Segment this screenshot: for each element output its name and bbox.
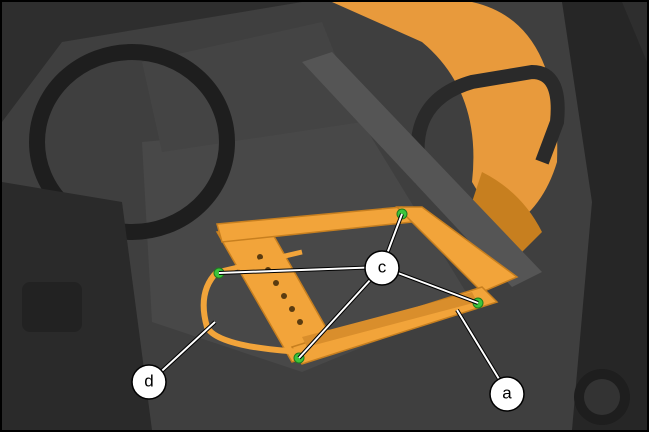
- callout-a-label: a: [502, 384, 512, 403]
- seat-back: [332, 2, 558, 232]
- callout-c-label: c: [378, 258, 387, 277]
- fuel-cap-center: [584, 379, 620, 415]
- front-panel: [142, 22, 362, 152]
- steering-wheel: [29, 44, 235, 240]
- release-bar-link: [216, 249, 303, 275]
- seat-back-shadow: [472, 172, 542, 252]
- callout-a: a: [489, 376, 525, 412]
- frame-rail-right: [395, 206, 519, 293]
- seat-belt-strap: [302, 52, 542, 287]
- slider-rail: [302, 292, 477, 347]
- seat-frame: [200, 206, 519, 365]
- callout-d: d: [131, 364, 167, 400]
- grab-bar: [410, 64, 565, 184]
- right-pillar: [562, 2, 647, 430]
- callout-d-label: d: [144, 372, 153, 391]
- cup-holder: [22, 282, 82, 332]
- callout-c: c: [364, 250, 400, 286]
